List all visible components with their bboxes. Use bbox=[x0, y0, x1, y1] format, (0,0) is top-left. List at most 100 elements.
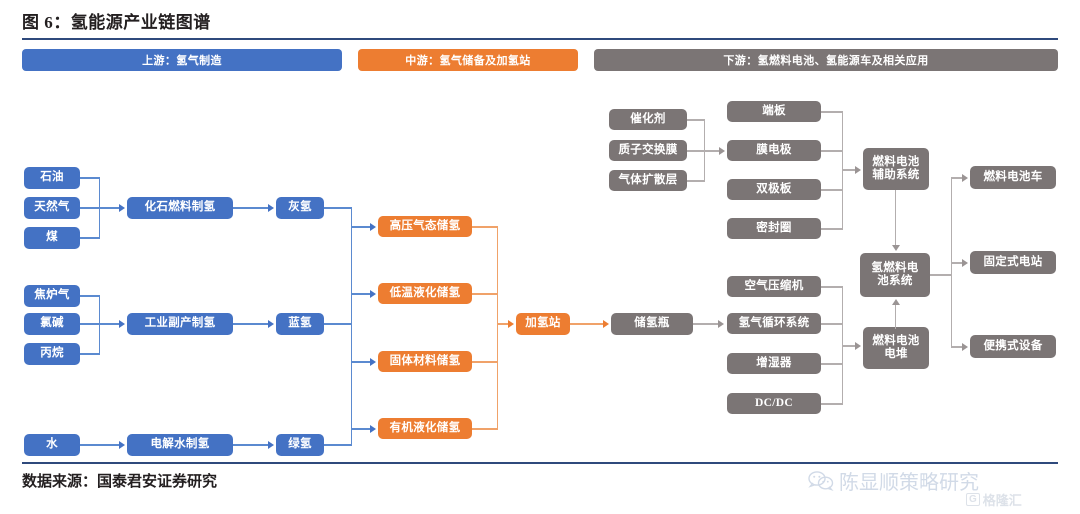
figure-title: 图 6：氢能源产业链图谱 bbox=[22, 13, 211, 32]
link-chloralkali-process bbox=[80, 323, 120, 325]
node-mea[interactable]: 膜电极 bbox=[727, 140, 821, 161]
arrow-to-electrolysis bbox=[119, 441, 125, 449]
arrow-to-tank bbox=[603, 320, 609, 328]
link-bus-station bbox=[497, 323, 509, 325]
arrow-to-fc-vehicle bbox=[962, 174, 968, 182]
node-refueling-station[interactable]: 加氢站 bbox=[516, 313, 570, 335]
node-h2-recirculation[interactable]: 氢气循环系统 bbox=[727, 313, 821, 334]
node-feedstock-coke-gas[interactable]: 焦炉气 bbox=[24, 285, 80, 307]
arrow-to-h2-recirculation bbox=[718, 320, 724, 328]
arrow-to-stationary-plant bbox=[962, 259, 968, 267]
node-feedstock-coal[interactable]: 煤 bbox=[24, 227, 80, 249]
link-greenh2-bus bbox=[324, 444, 352, 446]
link-gasket-bus bbox=[821, 228, 843, 230]
banner-downstream: 下游：氢燃料电池、氢能源车及相关应用 bbox=[594, 49, 1058, 71]
arrow-to-portable-device bbox=[962, 343, 968, 351]
node-green-hydrogen[interactable]: 绿氢 bbox=[276, 434, 324, 456]
bus-applications bbox=[951, 177, 953, 347]
node-fc-stack[interactable]: 燃料电池 电堆 bbox=[863, 327, 929, 369]
watermark-wechat: 陈显顺策略研究 bbox=[808, 466, 979, 495]
link-gas-process bbox=[80, 207, 120, 209]
node-fc-aux-system[interactable]: 燃料电池 辅助系统 bbox=[863, 148, 929, 190]
link-stack-to-fcsystem bbox=[895, 305, 897, 329]
arrow-down-to-fc-system bbox=[892, 245, 900, 251]
link-bus-stack bbox=[842, 345, 856, 347]
node-bipolar-plate[interactable]: 双极板 bbox=[727, 179, 821, 200]
node-portable-device[interactable]: 便携式设备 bbox=[970, 335, 1056, 358]
arrow-to-storage-1 bbox=[370, 223, 376, 231]
link-bipolar-bus bbox=[821, 189, 843, 191]
link-industrial-blueh2 bbox=[233, 323, 269, 325]
node-gas-diffusion-layer[interactable]: 气体扩散层 bbox=[609, 170, 687, 191]
arrow-to-fc-stack bbox=[855, 342, 861, 350]
link-fcsystem-appbus bbox=[930, 274, 952, 276]
divider-top bbox=[22, 38, 1058, 40]
node-dcdc-converter[interactable]: DC/DC bbox=[727, 393, 821, 414]
link-coke-bus bbox=[80, 295, 100, 297]
arrow-to-storage-4 bbox=[370, 425, 376, 433]
node-feedstock-oil[interactable]: 石油 bbox=[24, 167, 80, 189]
link-bus-storage2 bbox=[351, 293, 371, 295]
node-end-plate[interactable]: 端板 bbox=[727, 101, 821, 122]
banner-upstream: 上游：氢气制造 bbox=[22, 49, 342, 71]
node-stationary-plant[interactable]: 固定式电站 bbox=[970, 251, 1056, 274]
node-storage-solid-material[interactable]: 固体材料储氢 bbox=[378, 351, 472, 372]
link-electrolysis-greenh2 bbox=[233, 444, 269, 446]
node-storage-organic-liquid[interactable]: 有机液化储氢 bbox=[378, 418, 472, 439]
node-feedstock-propane[interactable]: 丙烷 bbox=[24, 343, 80, 365]
node-blue-hydrogen[interactable]: 蓝氢 bbox=[276, 313, 324, 335]
arrow-to-gray-hydrogen bbox=[268, 204, 274, 212]
watermark-platform-label: 格隆汇 bbox=[982, 493, 1022, 508]
node-feedstock-gas[interactable]: 天然气 bbox=[24, 197, 80, 219]
node-hydrogen-tank[interactable]: 储氢瓶 bbox=[611, 313, 693, 335]
bus-mea-inputs bbox=[704, 119, 706, 181]
arrow-to-fossil-process bbox=[119, 204, 125, 212]
arrow-up-to-fc-system bbox=[892, 299, 900, 305]
banner-midstream: 中游：氢气储备及加氢站 bbox=[358, 49, 578, 71]
link-propane-bus bbox=[80, 353, 100, 355]
node-process-fossil[interactable]: 化石燃料制氢 bbox=[127, 197, 233, 219]
link-recirc-bus bbox=[821, 323, 843, 325]
node-storage-compressed-gas[interactable]: 高压气态储氢 bbox=[378, 216, 472, 237]
link-storage3-bus bbox=[472, 361, 498, 363]
link-grayh2-bus bbox=[324, 207, 352, 209]
node-storage-cryo-liquid[interactable]: 低温液化储氢 bbox=[378, 283, 472, 304]
link-storage2-bus bbox=[472, 293, 498, 295]
figure-source: 数据来源：国泰君安证券研究 bbox=[22, 474, 218, 490]
node-feedstock-water[interactable]: 水 bbox=[24, 434, 80, 456]
bus-hydrogen-products bbox=[351, 207, 353, 445]
node-gray-hydrogen[interactable]: 灰氢 bbox=[276, 197, 324, 219]
node-gasket[interactable]: 密封圈 bbox=[727, 218, 821, 239]
link-bus-aux bbox=[842, 169, 856, 171]
node-air-compressor[interactable]: 空气压缩机 bbox=[727, 276, 821, 297]
node-process-industrial[interactable]: 工业副产制氢 bbox=[127, 313, 233, 335]
arrow-to-industrial-process bbox=[119, 320, 125, 328]
link-coal-bus bbox=[80, 237, 100, 239]
link-compressor-bus bbox=[821, 286, 843, 288]
node-feedstock-chloralkali[interactable]: 氯碱 bbox=[24, 313, 80, 335]
arrow-to-storage-2 bbox=[370, 290, 376, 298]
link-fossil-grayh2 bbox=[233, 207, 269, 209]
node-humidifier[interactable]: 增湿器 bbox=[727, 353, 821, 374]
link-water-process bbox=[80, 444, 120, 446]
node-fuel-cell-vehicle[interactable]: 燃料电池车 bbox=[970, 166, 1056, 189]
wechat-icon bbox=[808, 470, 834, 491]
link-bus-storage3 bbox=[351, 361, 371, 363]
node-proton-membrane[interactable]: 质子交换膜 bbox=[609, 140, 687, 161]
link-dcdc-bus bbox=[821, 403, 843, 405]
arrow-to-aux-system bbox=[855, 166, 861, 174]
arrow-to-storage-3 bbox=[370, 358, 376, 366]
node-catalyst[interactable]: 催化剂 bbox=[609, 109, 687, 130]
link-aux-to-fcsystem bbox=[895, 190, 897, 246]
node-process-electrolysis[interactable]: 电解水制氢 bbox=[127, 434, 233, 456]
link-mea-bus bbox=[821, 150, 843, 152]
link-appbus-powerplant bbox=[951, 262, 963, 264]
bus-storage bbox=[497, 226, 499, 429]
node-hydrogen-fc-system[interactable]: 氢燃料电 池系统 bbox=[860, 253, 930, 297]
link-membrane-mea bbox=[687, 150, 720, 152]
watermark-wechat-label: 陈显顺策略研究 bbox=[839, 472, 979, 494]
link-oil-bus bbox=[80, 177, 100, 179]
arrow-to-green-hydrogen bbox=[268, 441, 274, 449]
link-bus-storage4 bbox=[351, 428, 371, 430]
